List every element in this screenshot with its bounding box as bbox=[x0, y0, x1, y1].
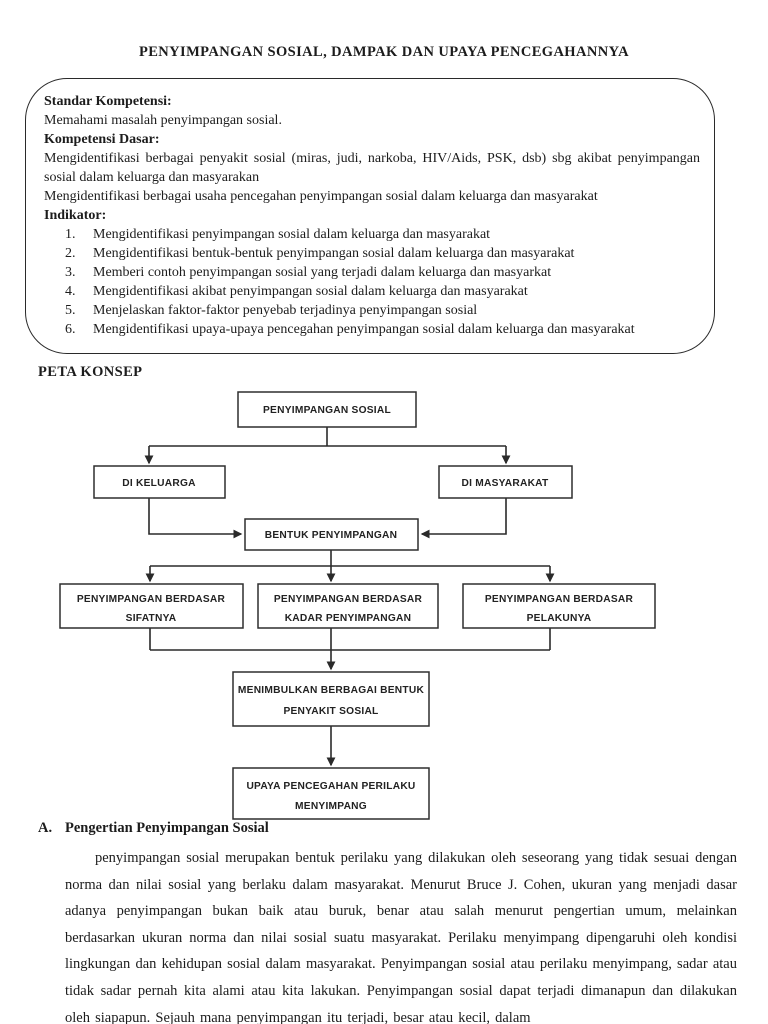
indikator-list: 1. Mengidentifikasi penyimpangan sosial … bbox=[65, 225, 700, 339]
svg-text:PENYIMPANGAN BERDASAR: PENYIMPANGAN BERDASAR bbox=[274, 594, 423, 605]
node-berdasar-sifatnya: PENYIMPANGAN BERDASAR SIFATNYA bbox=[59, 583, 244, 629]
svg-text:UPAYA PENCEGAHAN PERILAKU: UPAYA PENCEGAHAN PERILAKU bbox=[246, 781, 415, 792]
concept-map-diagram: PENYIMPANGAN SOSIAL DI KELUARGA DI MASYA… bbox=[59, 391, 656, 820]
kompetensi-dasar-heading: Kompetensi Dasar: bbox=[44, 132, 160, 147]
svg-text:PENYIMPANGAN BERDASAR: PENYIMPANGAN BERDASAR bbox=[77, 594, 226, 605]
indikator-item: 4. Mengidentifikasi akibat penyimpangan … bbox=[65, 282, 700, 301]
section-a-heading: A. Pengertian Penyimpangan Sosial bbox=[38, 820, 269, 837]
node-upaya-pencegahan: UPAYA PENCEGAHAN PERILAKU MENYIMPANG bbox=[232, 767, 430, 820]
standar-kompetensi-text: Memahami masalah penyimpangan sosial. bbox=[44, 113, 282, 128]
svg-text:KADAR PENYIMPANGAN: KADAR PENYIMPANGAN bbox=[285, 613, 412, 624]
svg-text:PENYIMPANGAN SOSIAL: PENYIMPANGAN SOSIAL bbox=[263, 405, 391, 416]
node-berdasar-pelakunya: PENYIMPANGAN BERDASAR PELAKUNYA bbox=[462, 583, 656, 629]
indikator-item-number: 4. bbox=[65, 284, 76, 299]
indikator-heading: Indikator: bbox=[44, 208, 107, 223]
concept-map-connectors bbox=[144, 427, 555, 767]
standar-kompetensi-heading: Standar Kompetensi: bbox=[44, 94, 172, 109]
indikator-item: 2. Mengidentifikasi bentuk-bentuk penyim… bbox=[65, 244, 700, 263]
node-di-keluarga: DI KELUARGA bbox=[93, 465, 226, 499]
indikator-item: 3. Memberi contoh penyimpangan sosial ya… bbox=[65, 263, 700, 282]
peta-konsep-heading: PETA KONSEP bbox=[38, 364, 143, 380]
document-title: PENYIMPANGAN SOSIAL, DAMPAK DAN UPAYA PE… bbox=[138, 44, 630, 60]
indikator-item: 5. Menjelaskan faktor-faktor penyebab te… bbox=[65, 301, 700, 320]
svg-text:DI KELUARGA: DI KELUARGA bbox=[122, 478, 196, 489]
svg-text:DI MASYARAKAT: DI MASYARAKAT bbox=[461, 478, 549, 489]
indikator-item-number: 1. bbox=[65, 227, 76, 242]
kompetensi-dasar-item-1: Mengidentifikasi berbagai penyakit sosia… bbox=[44, 151, 700, 185]
indikator-item-text: Mengidentifikasi upaya-upaya pencegahan … bbox=[93, 322, 635, 337]
indikator-item-text: Mengidentifikasi akibat penyimpangan sos… bbox=[93, 284, 528, 299]
kompetensi-dasar-item-2: Mengidentifikasi berbagai usaha pencegah… bbox=[44, 189, 598, 204]
svg-text:PENYAKIT SOSIAL: PENYAKIT SOSIAL bbox=[283, 706, 378, 717]
indikator-item-number: 6. bbox=[65, 322, 76, 337]
node-di-masyarakat: DI MASYARAKAT bbox=[438, 465, 573, 499]
section-a-label: A. bbox=[38, 820, 53, 836]
node-berdasar-kadar: PENYIMPANGAN BERDASAR KADAR PENYIMPANGAN bbox=[257, 583, 439, 629]
indikator-item-text: Memberi contoh penyimpangan sosial yang … bbox=[93, 265, 552, 280]
indikator-item-number: 3. bbox=[65, 265, 76, 280]
competency-box: Standar Kompetensi: Memahami masalah pen… bbox=[25, 78, 715, 354]
section-a-paragraph: penyimpangan sosial merupakan bentuk per… bbox=[65, 850, 737, 1024]
indikator-item-number: 2. bbox=[65, 246, 76, 261]
indikator-item: 6. Mengidentifikasi upaya-upaya pencegah… bbox=[65, 320, 700, 339]
indikator-item: 1. Mengidentifikasi penyimpangan sosial … bbox=[65, 225, 700, 244]
indikator-item-number: 5. bbox=[65, 303, 76, 318]
svg-text:BENTUK PENYIMPANGAN: BENTUK PENYIMPANGAN bbox=[265, 530, 397, 541]
node-penyakit-sosial: MENIMBULKAN BERBAGAI BENTUK PENYAKIT SOS… bbox=[232, 671, 430, 727]
node-bentuk-penyimpangan: BENTUK PENYIMPANGAN bbox=[244, 518, 419, 551]
svg-text:SIFATNYA: SIFATNYA bbox=[126, 613, 177, 624]
indikator-item-text: Menjelaskan faktor-faktor penyebab terja… bbox=[93, 303, 478, 318]
section-a-title: Pengertian Penyimpangan Sosial bbox=[65, 820, 269, 836]
svg-text:MENIMBULKAN BERBAGAI BENTUK: MENIMBULKAN BERBAGAI BENTUK bbox=[238, 685, 425, 696]
node-penyimpangan-sosial: PENYIMPANGAN SOSIAL bbox=[237, 391, 417, 428]
indikator-item-text: Mengidentifikasi penyimpangan sosial dal… bbox=[93, 227, 491, 242]
svg-text:MENYIMPANG: MENYIMPANG bbox=[295, 801, 367, 812]
svg-text:PELAKUNYA: PELAKUNYA bbox=[527, 613, 592, 624]
svg-text:PENYIMPANGAN BERDASAR: PENYIMPANGAN BERDASAR bbox=[485, 594, 634, 605]
indikator-item-text: Mengidentifikasi bentuk-bentuk penyimpan… bbox=[93, 246, 575, 261]
